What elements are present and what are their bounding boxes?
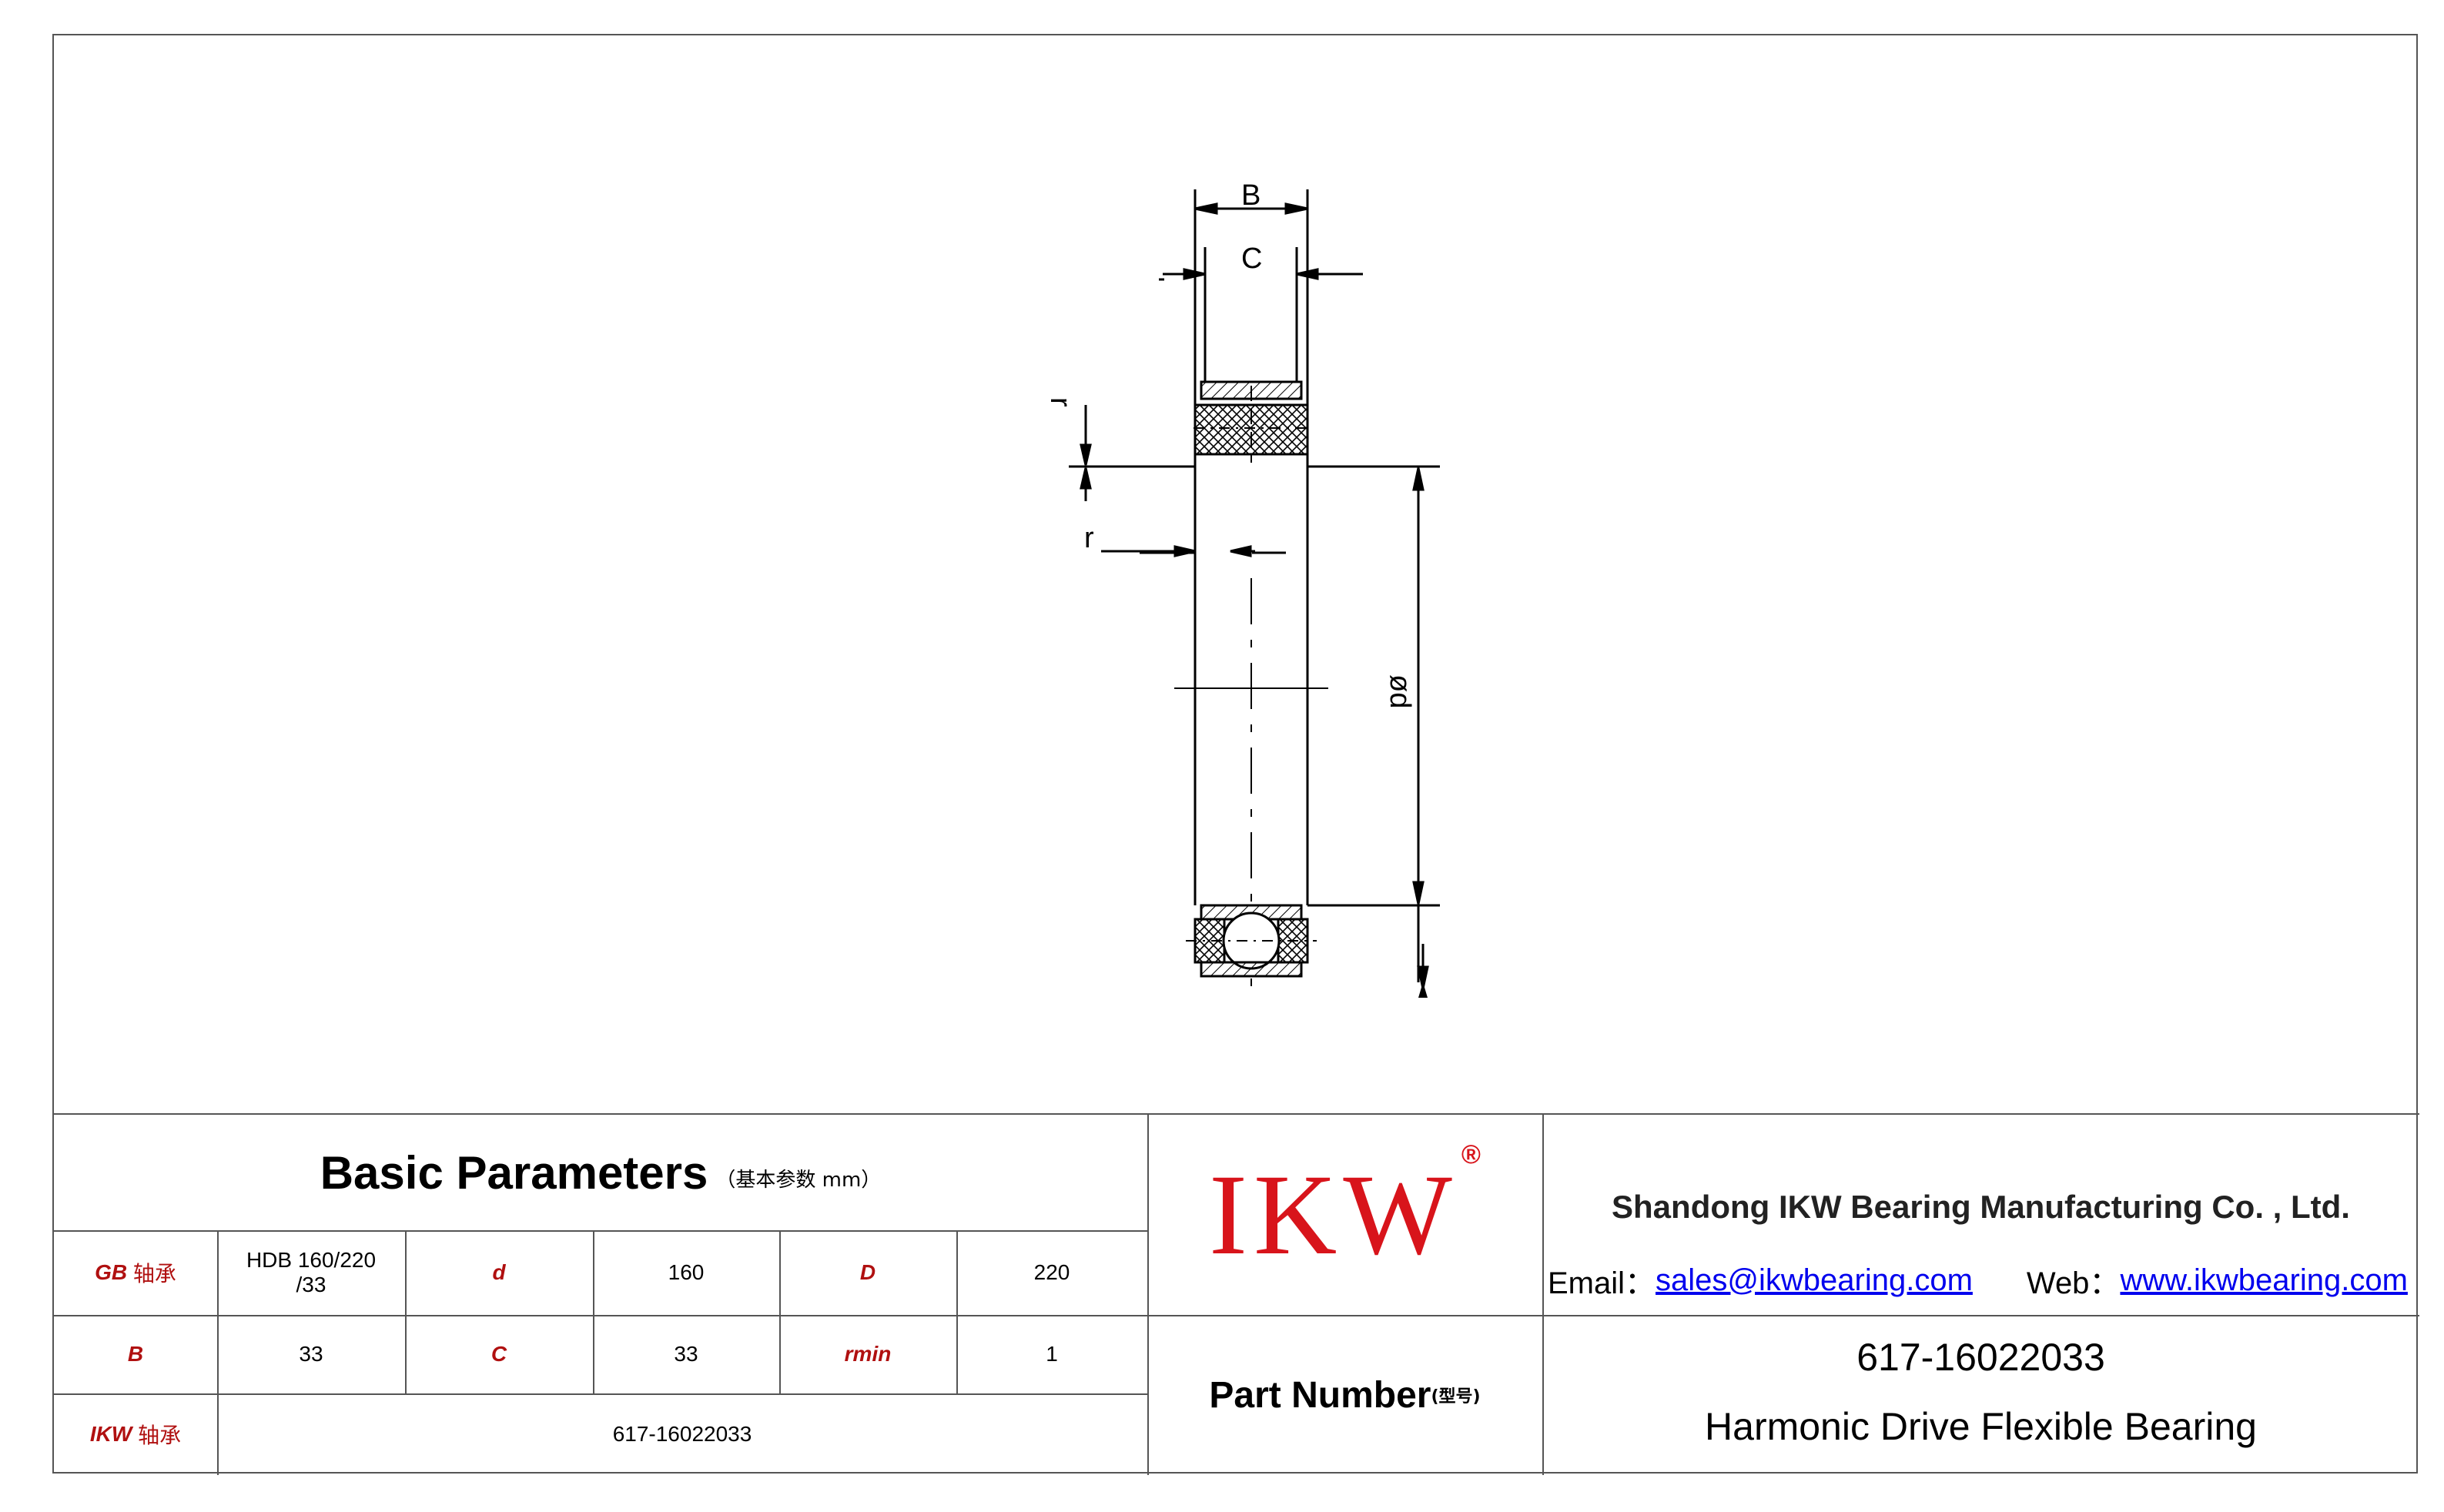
dim-label-c: C	[1241, 243, 1262, 275]
drawing-frame: B C r r ød Basic Parameters （基本参数 mm） GB…	[52, 34, 2419, 1475]
param-value-ikw: 617-16022033	[612, 1422, 752, 1446]
basic-parameters-title: Basic Parameters	[320, 1146, 708, 1199]
basic-parameters-subtitle: （基本参数 mm）	[715, 1168, 882, 1192]
param-value-gb: HDB 160/220 /33	[246, 1248, 377, 1296]
company-name: Shandong IKW Bearing Manufacturing Co. ,…	[1612, 1189, 2350, 1225]
param-value-outer-d: 220	[1033, 1260, 1070, 1284]
param-label-b: B	[127, 1342, 144, 1366]
dim-label-d: ød	[1384, 674, 1416, 708]
bearing-section-drawing: B C r r ød	[1044, 179, 1440, 998]
param-label-ikw: IKW 轴承	[89, 1422, 182, 1448]
registered-mark: ®	[1461, 1139, 1481, 1169]
param-label-gb: GB 轴承	[95, 1260, 176, 1286]
dim-label-b: B	[1241, 179, 1261, 212]
dim-label-r-top: r	[1044, 397, 1076, 407]
basic-parameters-header: Basic Parameters （基本参数 mm）	[54, 1115, 1147, 1230]
email-label: Email：	[1548, 1266, 1656, 1300]
param-label-d: d	[492, 1260, 506, 1284]
param-label-rmin: rmin	[844, 1342, 892, 1366]
part-description: Harmonic Drive Flexible Bearing	[1705, 1405, 2257, 1448]
email-link[interactable]: sales@ikwbearing.com	[1656, 1263, 1973, 1297]
web-label: Web：	[2026, 1266, 2121, 1300]
param-value-rmin: 1	[1046, 1342, 1058, 1366]
param-value-c: 33	[674, 1342, 698, 1366]
param-label-c: C	[490, 1342, 507, 1366]
logo-text: IKW	[1209, 1151, 1458, 1279]
dim-label-r-left: r	[1084, 522, 1094, 554]
param-value-b: 33	[299, 1342, 323, 1366]
param-label-outer-d: D	[859, 1260, 876, 1284]
web-link[interactable]: www.ikwbearing.com	[2120, 1263, 2408, 1297]
part-number-label: Part Number(型号)	[1209, 1374, 1481, 1416]
contact-line: Email： sales@ikwbearing.com Web： www.ikw…	[1548, 1249, 2419, 1311]
part-number-value: 617-16022033	[1856, 1336, 2105, 1379]
ikw-logo: IKW®	[1147, 1115, 1542, 1315]
param-value-d: 160	[668, 1260, 705, 1284]
title-block: Basic Parameters （基本参数 mm） GB 轴承 HDB 160…	[54, 1113, 2419, 1475]
